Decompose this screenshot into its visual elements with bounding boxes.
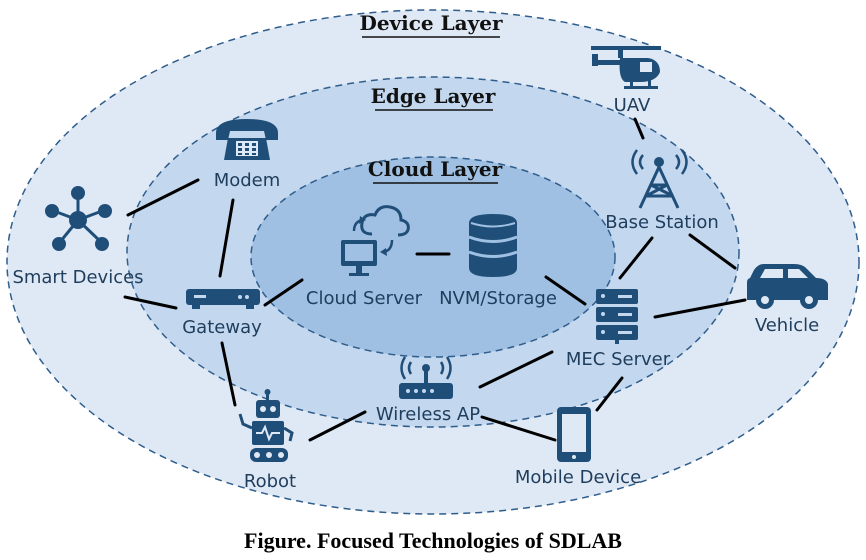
vehicle-label: Vehicle bbox=[755, 315, 819, 336]
modem-label: Modem bbox=[214, 170, 281, 191]
vehicle-icon bbox=[747, 264, 828, 309]
nvm-storage-label: NVM/Storage bbox=[439, 288, 557, 309]
base-station-label: Base Station bbox=[605, 212, 719, 233]
link-nvm-mec bbox=[544, 275, 587, 306]
gateway-icon bbox=[186, 289, 260, 309]
mec-server-icon bbox=[596, 289, 638, 344]
connections bbox=[123, 117, 747, 442]
base-station-icon bbox=[631, 149, 688, 209]
link-gateway-robot bbox=[220, 341, 237, 407]
cloud-server-label: Cloud Server bbox=[306, 288, 423, 309]
robot-label: Robot bbox=[244, 471, 296, 492]
figure-caption: Figure. Focused Technologies of SDLAB bbox=[244, 528, 622, 553]
wireless-ap-icon bbox=[399, 356, 453, 399]
mobile-device-icon bbox=[557, 407, 591, 462]
uav-label: UAV bbox=[614, 95, 651, 116]
smart-devices-label: Smart Devices bbox=[12, 267, 143, 288]
cloud-layer-ellipse bbox=[250, 156, 616, 358]
gateway-label: Gateway bbox=[182, 317, 262, 338]
link-mec-mobile bbox=[595, 376, 624, 412]
wireless-ap-label: Wireless AP bbox=[376, 404, 480, 425]
smart-devices-icon bbox=[45, 186, 112, 251]
mobile-device-label: Mobile Device bbox=[515, 467, 641, 488]
modem-icon bbox=[216, 119, 278, 160]
link-mec-wirelessap bbox=[478, 350, 554, 389]
cloud-server-icon bbox=[341, 205, 410, 276]
uav-icon bbox=[591, 46, 661, 89]
link-mec-vehicle bbox=[653, 298, 747, 319]
mec-server-label: MEC Server bbox=[566, 349, 671, 370]
cloud-layer-title: Cloud Layer bbox=[368, 157, 503, 181]
robot-icon bbox=[238, 389, 294, 462]
link-smartdevices-gateway bbox=[123, 295, 178, 310]
link-base-vehicle bbox=[688, 233, 737, 270]
link-wirelessap-robot bbox=[308, 410, 367, 442]
link-modem-gateway bbox=[218, 198, 235, 278]
link-smartdevices-modem bbox=[126, 178, 200, 217]
link-uav-base bbox=[633, 117, 645, 140]
link-base-mec bbox=[618, 236, 654, 280]
device-layer-title: Device Layer bbox=[359, 11, 503, 35]
edge-layer-title: Edge Layer bbox=[371, 84, 496, 108]
link-gateway-cloudserver bbox=[263, 278, 304, 307]
link-wirelessap-mobile bbox=[480, 415, 557, 442]
storage-icon bbox=[468, 214, 518, 277]
